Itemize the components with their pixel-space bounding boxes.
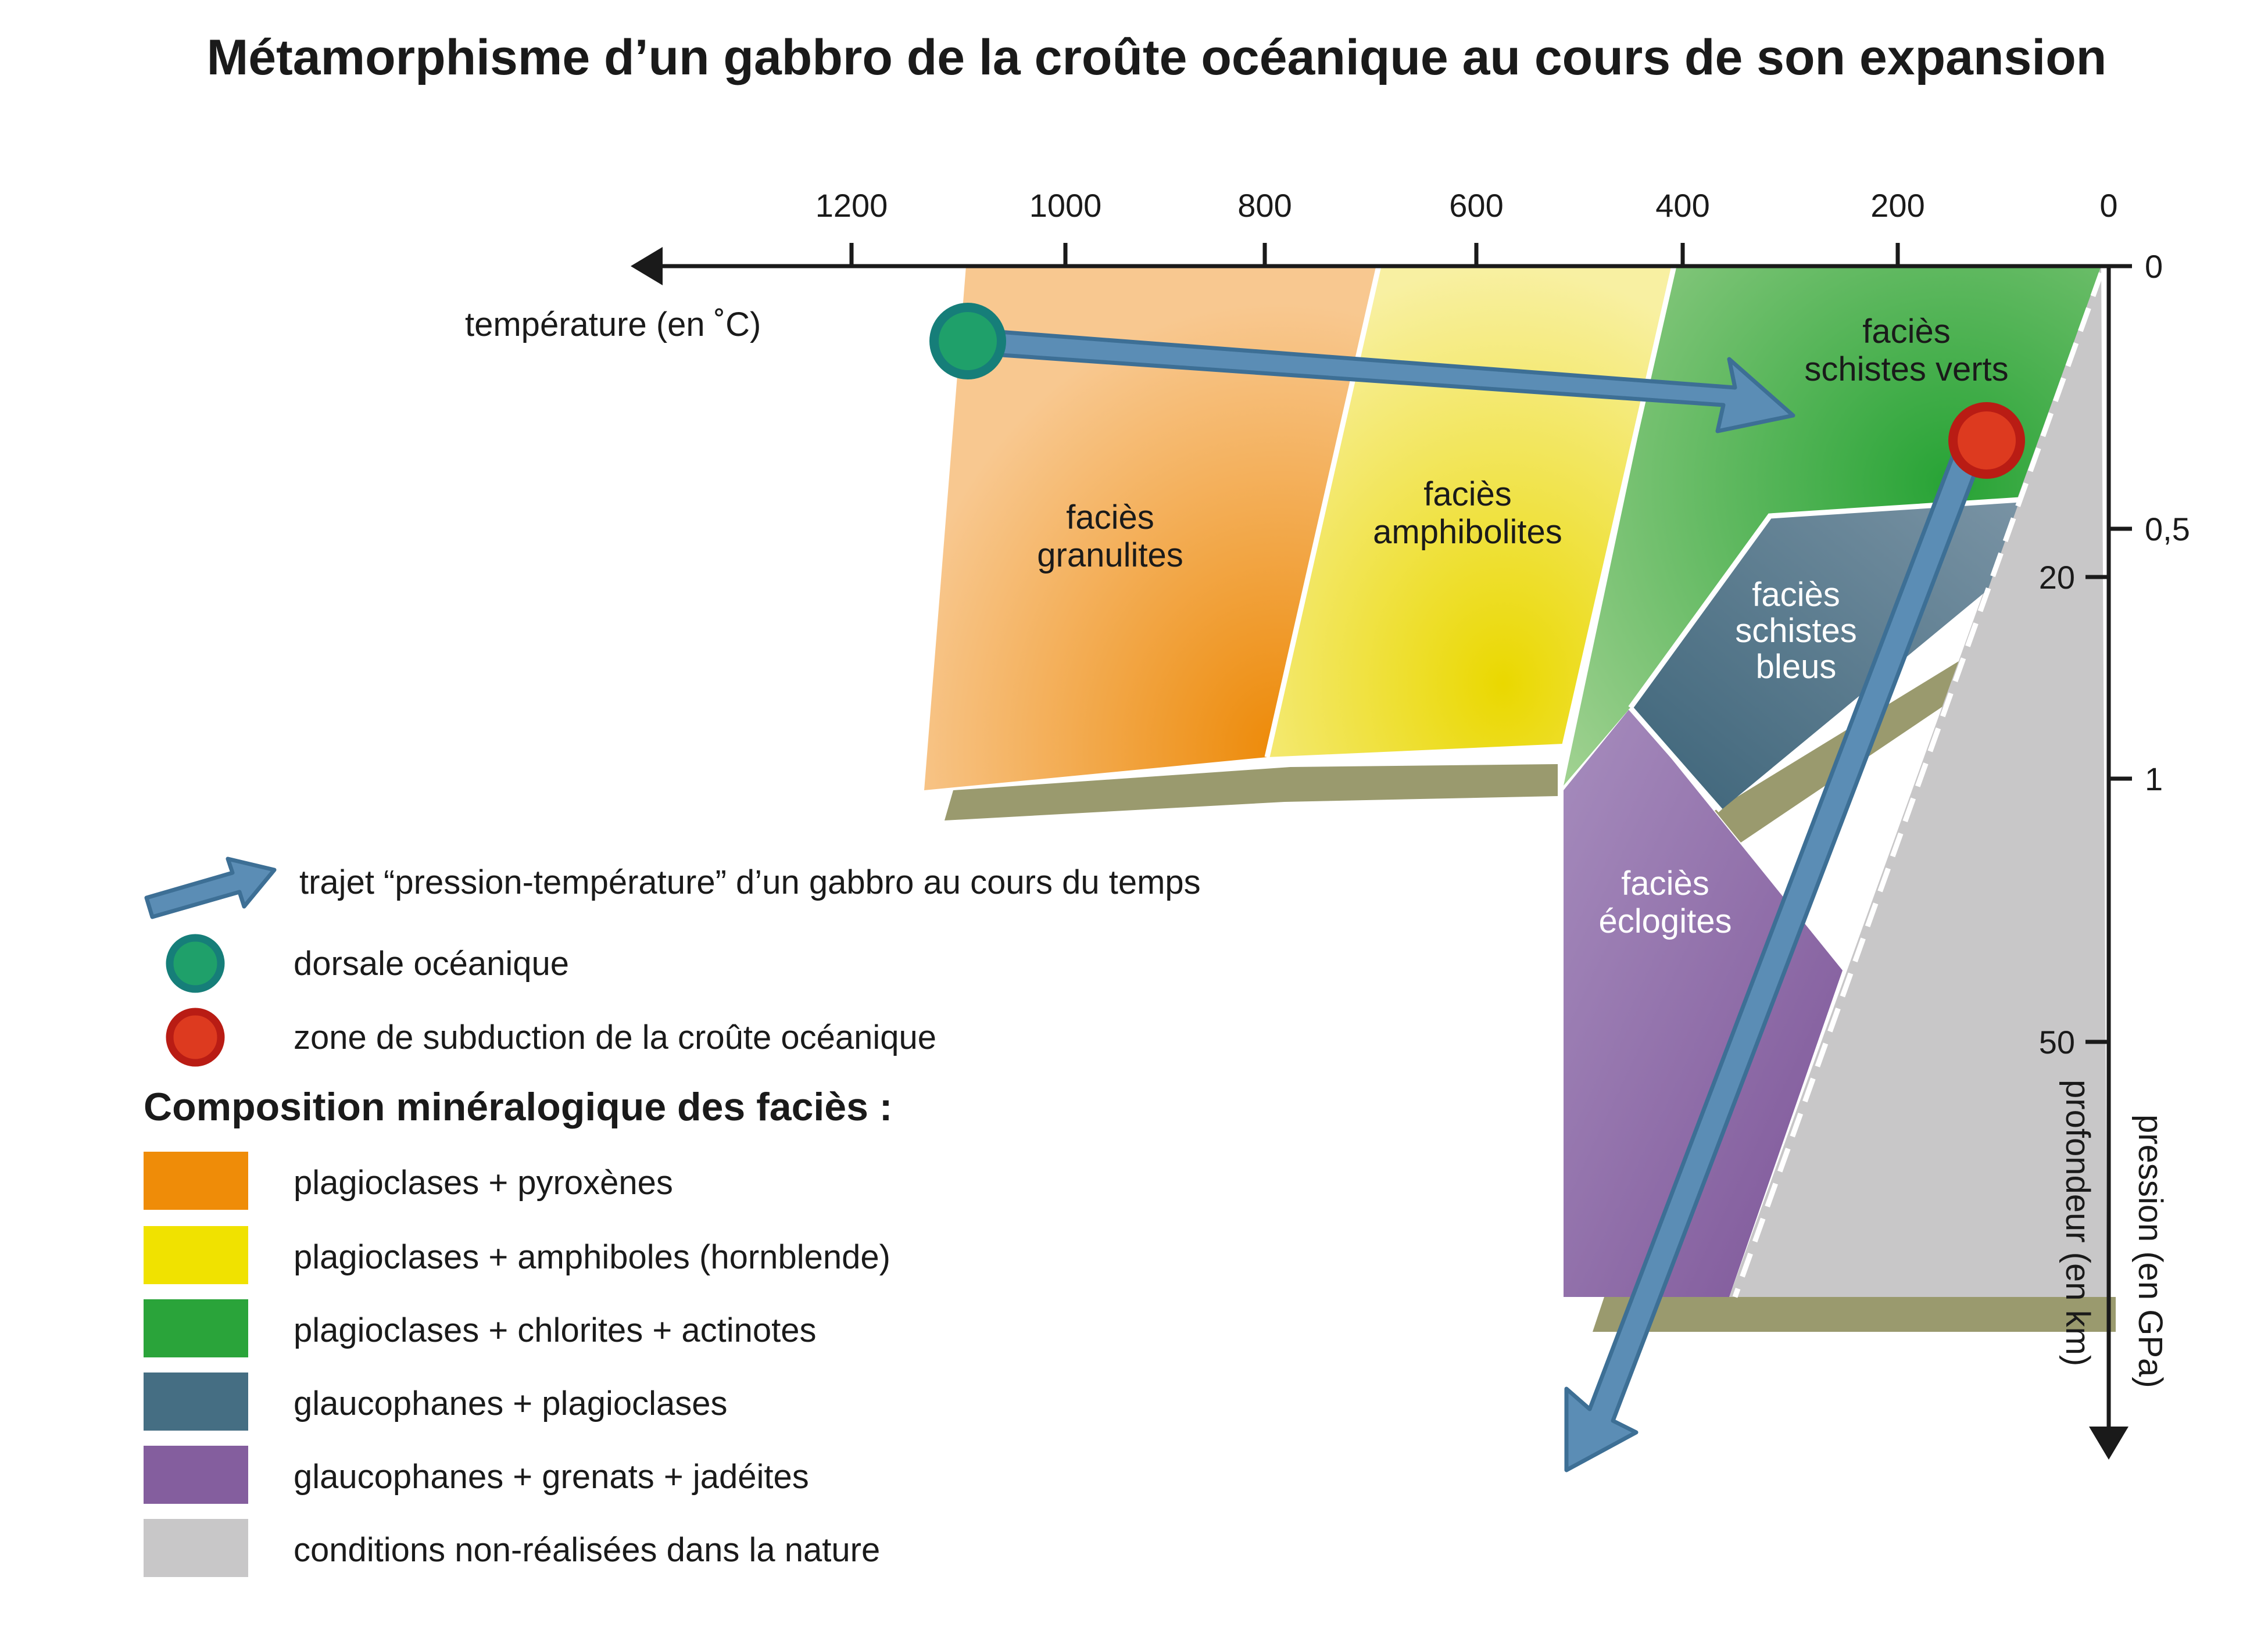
legend-ridge-icon — [166, 934, 225, 993]
legend-ridge-label: dorsale océanique — [294, 945, 569, 983]
temperature-tick-label: 1000 — [1029, 187, 1102, 224]
separator-gran-amph — [1264, 266, 1382, 758]
temperature-axis-label: température (en ˚C) — [465, 306, 761, 343]
facies-label-eclogites: faciès — [1621, 865, 1709, 902]
legend-item-label: conditions non-réalisées dans la nature — [294, 1531, 880, 1569]
facies-label-schistes-verts: schistes verts — [1804, 350, 2008, 388]
temperature-tick-label: 800 — [1237, 187, 1292, 224]
legend-subduction-icon — [166, 1008, 225, 1067]
limit-line-dashed — [1732, 272, 2104, 1298]
depth-tick-label: 20 — [2039, 559, 2075, 596]
depth-axis-label: profondeur (en km) — [2059, 1080, 2097, 1366]
legend-swatch-blue — [144, 1373, 248, 1431]
pt-path-arrow-descending — [1564, 450, 1981, 1472]
temperature-tick-label: 1200 — [815, 187, 888, 224]
legend-item-label: glaucophanes + plagioclases — [294, 1385, 728, 1422]
pressure-tick-label: 0,5 — [2145, 511, 2190, 547]
temperature-ticks — [849, 243, 1900, 266]
facies-label-amphibolites: faciès — [1423, 475, 1512, 513]
legend-swatch-grey — [144, 1519, 248, 1577]
legend-path-label: trajet “pression-température” d’un gabbr… — [299, 863, 1201, 901]
base-shadow-bottom — [1593, 1297, 2116, 1332]
facies-label-schistes-bleus: bleus — [1756, 648, 1837, 686]
temperature-tick-label: 600 — [1449, 187, 1503, 224]
pressure-axis-arrowhead — [2089, 1427, 2129, 1460]
temperature-tick-label: 200 — [1870, 187, 1924, 224]
region-eclogites — [1564, 708, 1843, 1297]
facies-labels: faciès granulites faciès amphibolites fa… — [1037, 313, 2008, 940]
pressure-tick-label: 1 — [2145, 761, 2163, 797]
temperature-tick-label: 0 — [2099, 187, 2117, 224]
pressure-ticks — [2085, 264, 2132, 1044]
facies-label-granulites: granulites — [1037, 536, 1183, 574]
legend-swatch-yellow — [144, 1226, 248, 1284]
legend: trajet “pression-température” d’un gabbr… — [144, 857, 1201, 1577]
facies-label-amphibolites: amphibolites — [1373, 513, 1562, 551]
pressure-axis-label: pression (en GPa) — [2131, 1115, 2169, 1388]
legend-item-label: plagioclases + pyroxènes — [294, 1164, 673, 1202]
region-granulites — [924, 266, 1379, 790]
legend-item-label: glaucophanes + grenats + jadéites — [294, 1458, 809, 1496]
pressure-axis: 0 0,5 1 20 50 pression (en GPa) profonde… — [2039, 248, 2190, 1460]
depth-tick-label: 50 — [2039, 1024, 2075, 1060]
separator-amph-vert — [1561, 265, 1677, 751]
temperature-tick-label: 400 — [1655, 187, 1709, 224]
subduction-point — [1948, 402, 2025, 479]
facies-label-schistes-verts: faciès — [1862, 313, 1951, 350]
pt-path — [929, 303, 2025, 1472]
legend-swatch-orange — [144, 1152, 248, 1210]
temperature-axis: 1200 1000 800 600 400 200 0 température … — [465, 187, 2118, 343]
facies-label-schistes-bleus: faciès — [1752, 576, 1840, 614]
facies-label-granulites: faciès — [1066, 499, 1154, 536]
diagram-title: Métamorphisme d’un gabbro de la croûte o… — [207, 30, 2107, 85]
facies-label-eclogites: éclogites — [1599, 902, 1732, 940]
pt-path-arrow-horizontal — [965, 327, 1795, 433]
legend-subduction-label: zone de subduction de la croûte océaniqu… — [294, 1019, 936, 1056]
separator-ecl-bleus — [1628, 706, 1723, 812]
legend-item-label: plagioclases + chlorites + actinotes — [294, 1311, 817, 1349]
ridge-point — [929, 303, 1006, 379]
facies-label-schistes-bleus: schistes — [1735, 612, 1857, 650]
legend-swatch-green — [144, 1299, 248, 1357]
legend-swatch-purple — [144, 1446, 248, 1504]
pressure-tick-label: 0 — [2145, 248, 2163, 285]
base-shadow-left — [945, 764, 1558, 820]
temperature-axis-arrowhead — [631, 247, 663, 285]
legend-composition-header: Composition minéralogique des faciès : — [144, 1085, 892, 1129]
legend-item-label: plagioclases + amphiboles (hornblende) — [294, 1238, 890, 1276]
legend-path-arrow-icon — [144, 857, 277, 919]
